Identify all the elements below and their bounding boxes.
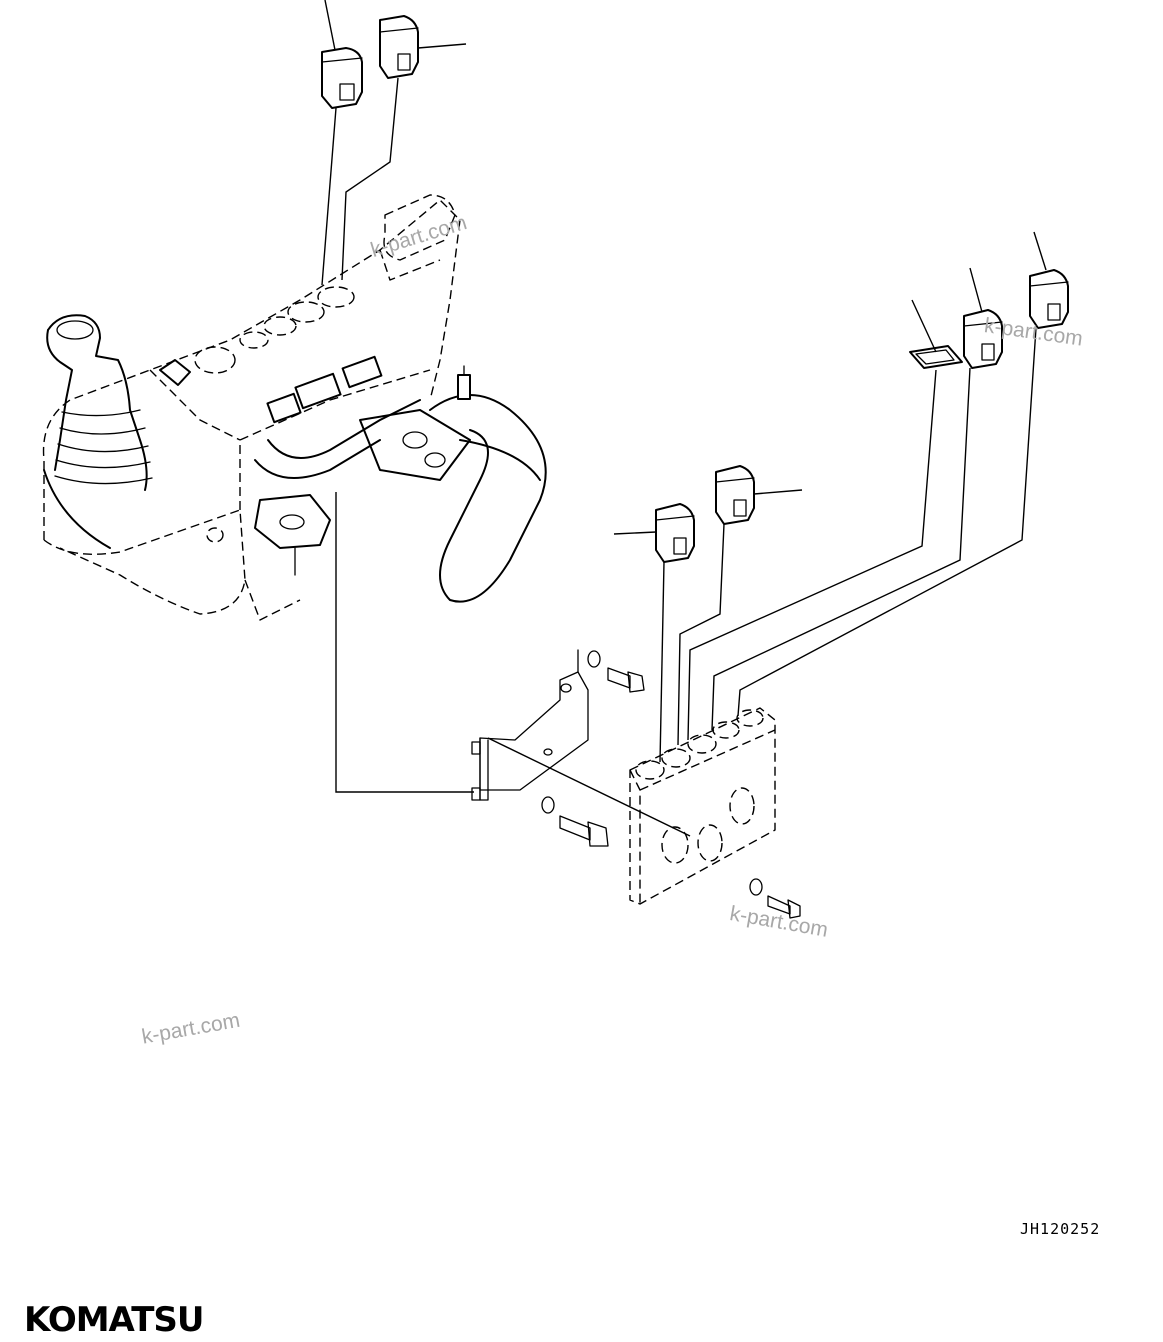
push-switch-left-1: [321, 47, 363, 109]
console-electrical-harness: [159, 355, 547, 603]
komatsu-logo: KOMATSU: [24, 1300, 205, 1340]
push-switch-right-2: [1029, 269, 1069, 329]
bolt-lower: [749, 878, 801, 919]
mounting-bracket: [471, 649, 589, 801]
push-switch-middle-1: [715, 465, 755, 525]
push-switch-right-1: [963, 309, 1003, 369]
bolt-upper: [587, 650, 645, 693]
bolt-middle: [541, 796, 609, 847]
switch-panel-housing: [629, 707, 776, 905]
right-control-console: [42, 194, 461, 621]
push-switch-left-2: [379, 15, 419, 79]
joystick-lever: [43, 314, 153, 549]
leader-lines: [321, 0, 1047, 837]
switch-cover-plate: [909, 345, 963, 369]
drawing-code: JH120252: [1020, 1220, 1101, 1238]
push-switch-middle-2: [655, 503, 695, 563]
